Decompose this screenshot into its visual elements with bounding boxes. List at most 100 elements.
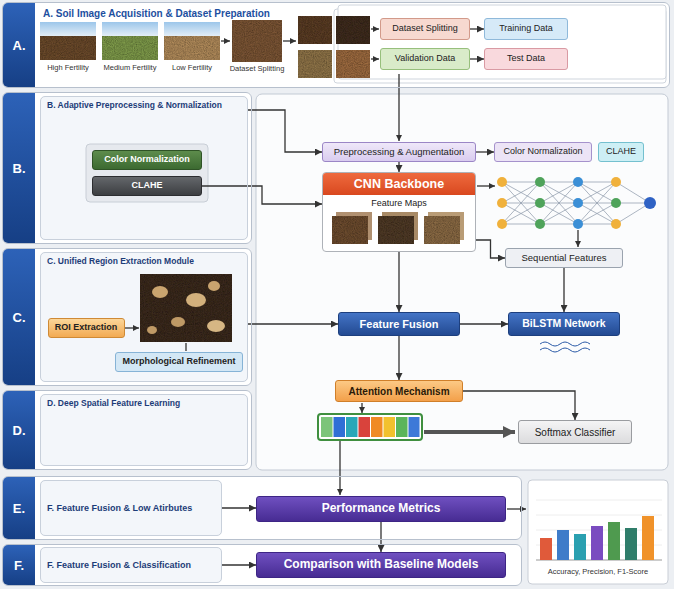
soil-photo <box>232 20 282 62</box>
section-band: A.A. Soil Image Acquisition & Dataset Pr… <box>2 2 670 88</box>
connector-arrow <box>248 110 322 152</box>
connector-arrow <box>463 391 575 420</box>
connector-arrow <box>470 28 484 29</box>
panel-heading: B. Adaptive Preprocessing & Normalizatio… <box>47 101 241 111</box>
module-panel: F. Feature Fusion & Low Atirbutes <box>40 480 222 536</box>
box-label: Test Data <box>507 54 545 64</box>
box-label: Softmax Classifier <box>535 427 616 438</box>
panel-heading: F. Feature Fusion & Low Atirbutes <box>47 503 192 513</box>
chart-bar <box>608 522 620 560</box>
connector-arrow <box>476 240 505 258</box>
chart-bar <box>540 538 552 560</box>
section-letter: F. <box>3 545 35 585</box>
chart-bar <box>642 516 654 560</box>
band-fill <box>2 544 522 586</box>
network-node <box>535 219 545 229</box>
section-heading: A. Soil Image Acquisition & Dataset Prep… <box>41 8 272 19</box>
soil-clump <box>147 326 157 334</box>
soil-tile <box>336 50 370 78</box>
sequence-wave <box>540 342 590 352</box>
soil-clump <box>207 320 225 332</box>
process-box: Sequential Features <box>505 248 623 268</box>
band-fill <box>2 390 252 470</box>
feature-map-ground <box>323 194 475 251</box>
image-caption: Medium Fertility <box>104 63 157 72</box>
field-photo <box>102 36 158 60</box>
feature-map <box>424 216 460 244</box>
network-node <box>573 219 583 229</box>
connector-arrow <box>398 162 399 172</box>
flow-arrow <box>339 441 340 495</box>
section-band: F. F. Feature Fusion & Classification Comp… <box>2 544 522 586</box>
vector-cell <box>409 417 420 437</box>
box-label: Feature Fusion <box>360 318 439 330</box>
vector-cell <box>321 417 333 437</box>
chart-bar <box>557 530 569 560</box>
image-caption: High Fertility <box>47 63 89 72</box>
feature-map <box>378 216 414 244</box>
module-panel: F. Feature Fusion & Classification <box>40 547 222 583</box>
backbone-box: CNN BackboneFeature Maps <box>322 172 476 252</box>
box-sublabel: Feature Maps <box>323 198 475 208</box>
box-label: BiLSTM Network <box>522 318 605 330</box>
band-fill <box>2 92 252 244</box>
process-box: Softmax Classifier <box>518 420 632 444</box>
connector-arrow <box>248 323 338 324</box>
section-band: C.C. Unified Region Extraction ModuleROI… <box>2 248 252 386</box>
section-band: D.D. Deep Spatial Feature Learning <box>2 390 252 470</box>
soil-clump <box>171 317 185 327</box>
vector-cell <box>371 417 383 437</box>
section-letter: C. <box>3 249 35 385</box>
panel-fill <box>40 480 222 536</box>
process-box: Test Data <box>484 48 568 70</box>
stack-frame <box>338 5 666 79</box>
vector-cell <box>396 417 408 437</box>
feature-map <box>332 216 368 244</box>
panel-heading: F. Feature Fusion & Classification <box>47 560 191 570</box>
image-caption: Low Fertility <box>172 63 212 72</box>
process-box: Validation Data <box>380 48 470 70</box>
flow-arrow <box>507 508 526 509</box>
flow-arrow <box>361 403 362 413</box>
soil-clump <box>186 293 206 307</box>
process-box: Performance Metrics <box>256 496 506 522</box>
inner-panel <box>86 144 208 202</box>
module-panel: D. Deep Spatial Feature Learning <box>40 394 248 466</box>
field-photo <box>40 36 96 60</box>
box-label: Morphological Refinement <box>122 357 235 367</box>
panel-fill <box>40 96 248 240</box>
vector-cell <box>359 417 371 437</box>
connector-arrow <box>380 522 381 552</box>
box-label: ROI Extraction <box>55 323 118 333</box>
feature-vector <box>318 414 422 440</box>
flow-arrow <box>424 430 515 434</box>
flow-arrow <box>577 230 578 247</box>
connector-arrow <box>202 186 322 204</box>
flow-arrow <box>398 74 399 141</box>
field-photo <box>164 36 220 60</box>
network-node <box>535 177 545 187</box>
band-fill <box>2 476 522 540</box>
network-node <box>573 177 583 187</box>
network-node <box>497 177 507 187</box>
section-letter: D. <box>3 391 35 469</box>
flow-arrow <box>371 58 379 59</box>
connector-arrow <box>398 336 399 380</box>
image-caption: Dataset Splitting <box>230 64 285 73</box>
network-node <box>611 198 621 208</box>
leader-line <box>185 343 186 351</box>
connector-arrow <box>476 151 494 152</box>
section-letter: E. <box>3 477 35 539</box>
process-box: Feature Fusion <box>338 312 460 336</box>
box-label: Preprocessing & Augmentation <box>334 147 464 157</box>
module-panel: B. Adaptive Preprocessing & Normalizatio… <box>40 96 248 240</box>
box-label: Comparison with Baseline Models <box>284 558 479 571</box>
box-label: CLAHE <box>132 181 163 191</box>
box-label: Dataset Splitting <box>392 24 458 34</box>
network-node <box>535 198 545 208</box>
bar-chart <box>528 480 668 584</box>
chart-caption: Accuracy, Precision, F1-Score <box>548 567 648 576</box>
connector-arrow <box>470 58 484 59</box>
connector-arrow <box>563 268 564 312</box>
soil-tile <box>298 50 332 78</box>
